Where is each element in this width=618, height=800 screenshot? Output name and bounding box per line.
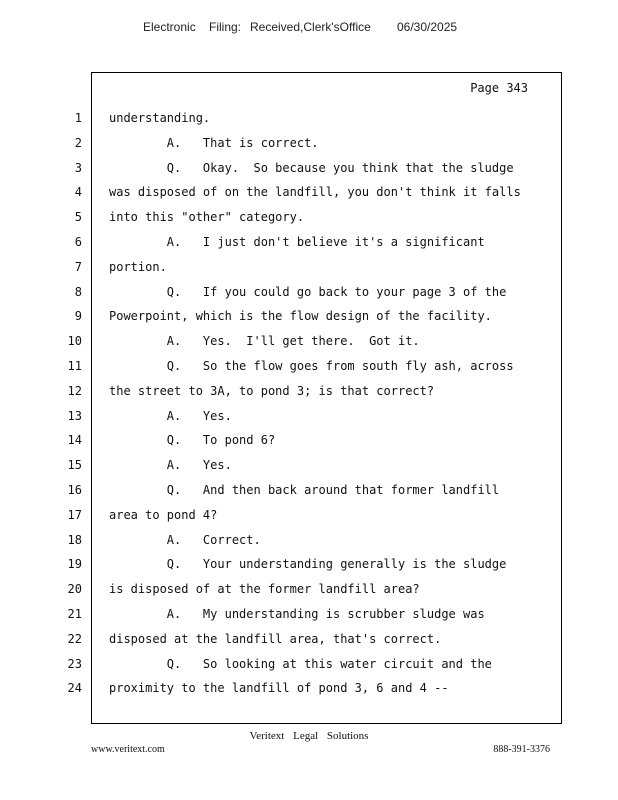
transcript-line: proximity to the landfill of pond 3, 6 a… [109,681,449,695]
transcript-line: understanding. [109,111,211,125]
transcript-line: A. My understanding is scrubber sludge w… [109,607,485,621]
filing-received: Received,Clerk'sOffice [250,20,371,34]
filing-electronic: Electronic [143,20,196,34]
line-number: 16 [67,483,82,497]
transcript-line: A. Yes. I'll get there. Got it. [109,334,420,348]
transcript-line: A. Yes. [109,409,232,423]
line-number: 20 [67,582,82,596]
line-number: 11 [67,359,82,373]
transcript-line: is disposed of at the former landfill ar… [109,582,420,596]
transcript-line: disposed at the landfill area, that's co… [109,632,442,646]
line-number: 24 [67,681,82,695]
transcript-line: Q. So the flow goes from south fly ash, … [109,359,514,373]
line-number: 15 [67,458,82,472]
transcript-line: Q. To pond 6? [109,433,276,447]
line-number: 13 [67,409,82,423]
line-number: 9 [74,309,82,323]
transcript-line: area to pond 4? [109,508,218,522]
transcript-line: into this "other" category. [109,210,305,224]
page-number: Page 343 [470,81,528,95]
line-number: 17 [67,508,82,522]
line-number: 21 [67,607,82,621]
transcript-line: Q. And then back around that former land… [109,483,500,497]
line-number: 7 [74,260,82,274]
transcript-line: was disposed of on the landfill, you don… [109,185,521,199]
filing-date: 06/30/2025 [397,20,458,34]
filing-header: Electronic Filing: Received,Clerk'sOffic… [0,20,618,38]
line-number: 23 [67,657,82,671]
line-number: 2 [74,136,82,150]
line-number: 1 [74,111,82,125]
transcript-page: Page 343 [91,72,562,724]
transcript-line: A. Correct. [109,533,261,547]
line-number: 8 [74,285,82,299]
transcript-line: the street to 3A, to pond 3; is that cor… [109,384,435,398]
footer-phone: 888-391-3376 [493,744,550,755]
transcript-line: portion. [109,260,167,274]
line-number: 14 [67,433,82,447]
filing-label: Filing: [209,20,242,34]
line-number: 12 [67,384,82,398]
transcript-line: A. Yes. [109,458,232,472]
line-number: 10 [67,334,82,348]
transcript-line: Powerpoint, which is the flow design of … [109,309,492,323]
footer-company: Veritext Legal Solutions [249,730,369,742]
transcript-line: Q. Okay. So because you think that the s… [109,161,514,175]
transcript-line: Q. Your understanding generally is the s… [109,557,507,571]
transcript-line: Q. So looking at this water circuit and … [109,657,492,671]
line-number: 3 [74,161,82,175]
line-number: 19 [67,557,82,571]
transcript-line: A. That is correct. [109,136,319,150]
line-number: 18 [67,533,82,547]
line-number: 22 [67,632,82,646]
line-number: 6 [74,235,82,249]
transcript-line: Q. If you could go back to your page 3 o… [109,285,507,299]
line-number: 5 [74,210,82,224]
transcript-line: A. I just don't believe it's a significa… [109,235,485,249]
line-number: 4 [74,185,82,199]
footer-website: www.veritext.com [91,744,165,755]
